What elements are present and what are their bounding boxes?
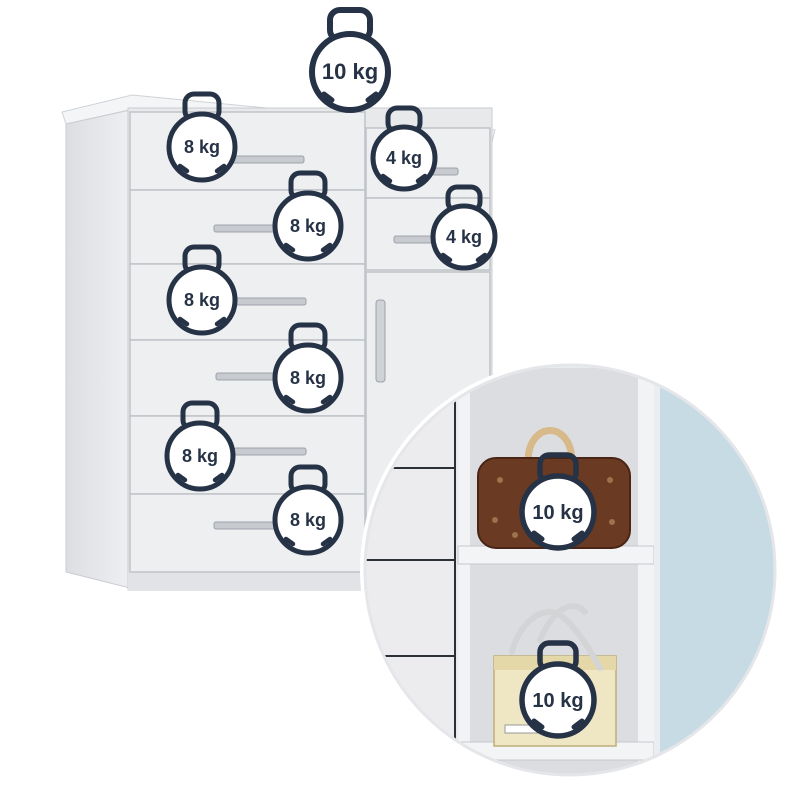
dresser-base xyxy=(128,572,368,590)
weight-label: 8 kg xyxy=(290,510,326,530)
kettlebell-icon: 10 kg xyxy=(519,640,597,739)
kettlebell-icon: 8 kg xyxy=(166,91,238,183)
sandals xyxy=(509,603,603,671)
weight-label: 4 kg xyxy=(386,148,422,168)
weight-label: 10 kg xyxy=(532,502,583,524)
kettlebell-icon: 4 kg xyxy=(430,184,498,271)
kettlebell-icon: 10 kg xyxy=(519,452,597,551)
kettlebell-icon: 8 kg xyxy=(272,464,344,556)
weight-label: 10 kg xyxy=(322,59,378,84)
weight-label: 8 kg xyxy=(184,290,220,310)
left-drawer xyxy=(129,111,366,191)
kettlebell-icon: 8 kg xyxy=(272,322,344,414)
kettlebell-icon: 8 kg xyxy=(272,170,344,262)
door-handle xyxy=(375,299,386,383)
weight-label: 10 kg xyxy=(532,690,583,712)
drawer-handle xyxy=(233,447,307,456)
weight-label: 8 kg xyxy=(290,216,326,236)
kettlebell-icon: 10 kg xyxy=(309,7,391,113)
drawer-handle xyxy=(233,297,307,306)
drawer-handle xyxy=(231,155,305,164)
weight-label: 4 kg xyxy=(446,227,482,247)
kettlebell-icon: 8 kg xyxy=(164,400,236,492)
kettlebell-icon: 8 kg xyxy=(166,244,238,336)
weight-label: 8 kg xyxy=(184,137,220,157)
kettlebell-icon: 4 kg xyxy=(370,105,438,192)
dresser-side-panel xyxy=(65,109,131,589)
weight-label: 8 kg xyxy=(290,368,326,388)
weight-label: 8 kg xyxy=(182,446,218,466)
weight-badges: 10 kg 8 kg 4 kg 8 kg xyxy=(164,7,597,739)
